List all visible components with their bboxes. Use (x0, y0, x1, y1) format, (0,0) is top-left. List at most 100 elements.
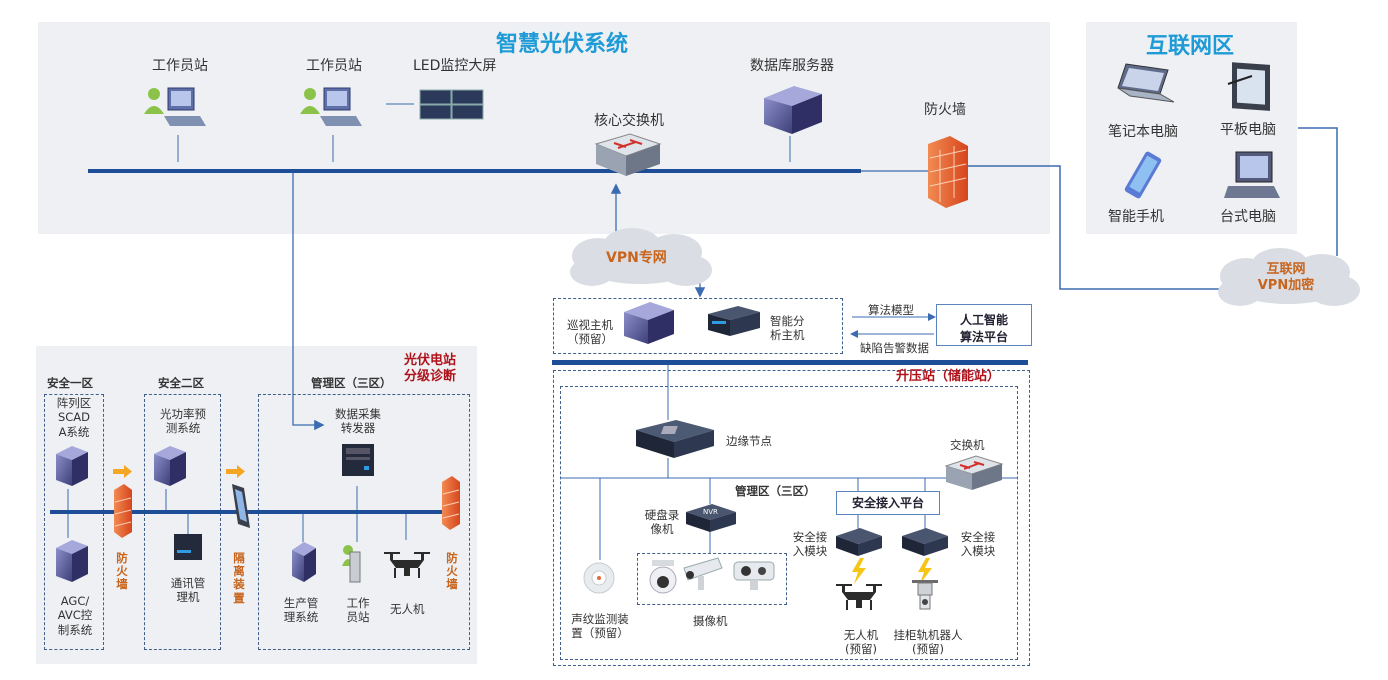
ptz-camera-icon (733, 561, 775, 590)
power-forecast-server-icon (154, 446, 186, 486)
algo-model-label: 算法模型 (868, 303, 914, 317)
acoustic-sensor-icon (583, 562, 615, 594)
desktop-label: 台式电脑 (1220, 209, 1276, 225)
zone2-box (144, 394, 221, 650)
collector-icon (342, 444, 374, 476)
firewall-icon (928, 136, 968, 208)
vpn-label: VPN专网 (606, 250, 667, 266)
booster-title: 升压站（储能站） (896, 369, 1001, 384)
workstation-icon-2 (300, 87, 362, 126)
robot-label: 挂柜轨机器人(预留) (893, 628, 963, 657)
workstation1-label: 工作员站 (152, 58, 208, 74)
secure-platform-box: 安全接入平台 (836, 491, 940, 515)
booster-drone-icon (836, 584, 882, 610)
core-switch-label: 核心交换机 (594, 113, 664, 129)
pv-workstation-label: 工作员站 (346, 596, 370, 625)
isolation-label: 隔离装置 (233, 551, 245, 605)
production-mgmt-label: 生产管理系统 (283, 596, 319, 625)
analysis-host-label: 智能分析主机 (770, 314, 805, 343)
workstation-icon-1 (144, 87, 206, 126)
comm-manager-label: 通讯管理机 (170, 576, 206, 605)
secure-module-left-icon (836, 528, 882, 556)
pv-firewall-1-label: 防火墙 (116, 551, 128, 592)
zone1-label: 安全一区 (47, 376, 93, 390)
desktop-icon (1224, 151, 1280, 198)
collector-label: 数据采集转发器 (335, 407, 381, 436)
scada-server-icon (56, 446, 88, 486)
pv-firewall-1-icon (114, 484, 132, 538)
pv-station-title: 光伏电站分级诊断 (404, 353, 457, 385)
internet-zone-title: 互联网区 (1146, 34, 1235, 59)
booster-mgmt-label: 管理区（三区） (735, 484, 816, 498)
zone3-label: 管理区（三区） (311, 376, 392, 390)
power-forecast-label: 光功率预测系统 (160, 407, 206, 436)
internet-vpn-cloud-icon (1218, 248, 1360, 306)
smart-pv-panel (38, 22, 1050, 234)
firewall-label: 防火墙 (924, 102, 966, 118)
camera-label: 摄像机 (693, 614, 728, 628)
booster-drone-label: 无人机(预留) (843, 628, 879, 657)
patrol-box (553, 298, 843, 354)
zone2-label: 安全二区 (158, 376, 204, 390)
db-server-icon (764, 86, 822, 134)
booster-bus (552, 360, 1028, 365)
pv-bus (50, 510, 446, 514)
secure-module-left-label: 安全接入模块 (792, 530, 828, 559)
phone-icon (1124, 151, 1162, 199)
tablet-icon (1227, 62, 1270, 111)
zone3-box (258, 394, 470, 650)
laptop-icon (1117, 63, 1175, 103)
smart-pv-title: 智慧光伏系统 (496, 32, 629, 57)
db-server-label: 数据库服务器 (750, 58, 834, 74)
production-mgmt-icon (292, 542, 316, 582)
patrol-host-icon (624, 302, 674, 344)
bullet-camera-icon (683, 557, 723, 590)
booster-inner-box (560, 386, 1018, 660)
top-bus (88, 169, 861, 173)
zone2-arrow-icon (226, 465, 245, 478)
comm-manager-icon (174, 534, 202, 560)
nvr-label: 硬盘录像机 (644, 508, 680, 537)
pv-firewall-2-label: 防火墙 (446, 551, 458, 592)
booster-box (553, 370, 1030, 666)
tablet-label: 平板电脑 (1220, 122, 1276, 138)
vpn-cloud-icon (570, 228, 712, 286)
secure-module-right-label: 安全接入模块 (960, 530, 996, 559)
led-wall-icon (419, 89, 484, 120)
dome-camera-icon (649, 560, 677, 594)
nvr-badge: NVR (703, 508, 718, 516)
led-wall-label: LED监控大屏 (413, 58, 497, 74)
laptop-label: 笔记本电脑 (1108, 124, 1178, 140)
zone1-box (44, 394, 104, 650)
pv-workstation-icon (342, 545, 361, 583)
agc-server-icon (56, 540, 88, 582)
pv-station-panel (36, 346, 477, 664)
workstation2-label: 工作员站 (306, 58, 362, 74)
zone1-arrow-icon (113, 465, 132, 478)
lightning-icon-right (918, 558, 932, 584)
edge-node-label: 边缘节点 (726, 434, 772, 448)
edge-node-icon (636, 420, 714, 458)
robot-icon (912, 580, 938, 610)
pv-firewall-2-icon (442, 476, 460, 530)
booster-switch-icon (944, 455, 1004, 490)
pv-drone-icon (384, 552, 430, 578)
ai-platform-box: 人工智能算法平台 (936, 304, 1032, 346)
pv-drone-label: 无人机 (390, 602, 425, 616)
agc-label: AGC/AVC控制系统 (57, 594, 93, 637)
isolation-device-icon (232, 484, 250, 528)
lightning-icon-left (852, 558, 866, 584)
phone-label: 智能手机 (1108, 209, 1164, 225)
acoustic-sensor-label: 声纹监测装置（预留） (571, 612, 629, 641)
core-switch-icon (594, 133, 662, 176)
defect-data-label: 缺陷告警数据 (860, 341, 929, 355)
secure-module-right-icon (902, 528, 948, 556)
nvr-icon (686, 504, 736, 532)
internet-zone-panel (1086, 22, 1297, 234)
patrol-host-label: 巡视主机（预留） (567, 318, 613, 347)
booster-switch-label: 交换机 (950, 438, 985, 452)
camera-box (637, 553, 787, 605)
